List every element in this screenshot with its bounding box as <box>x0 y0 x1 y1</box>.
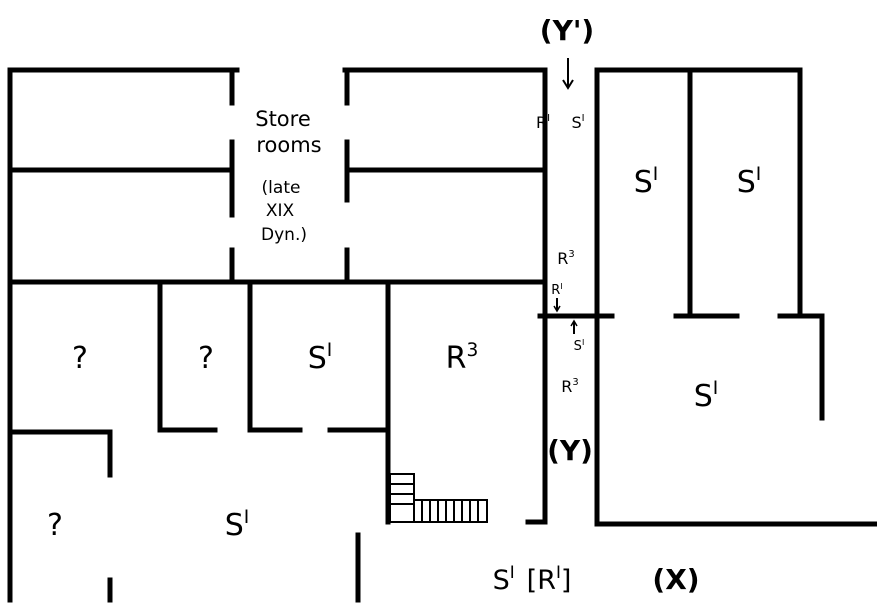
arrows <box>553 58 578 334</box>
s1-base: S <box>574 339 582 354</box>
staircase <box>389 473 488 523</box>
r1-base: R <box>551 283 560 298</box>
s1-base: S <box>571 113 581 132</box>
s1-base: S <box>225 508 244 543</box>
s1-sup: I <box>582 113 585 124</box>
store-label-line-5: Dyn.) <box>261 225 307 245</box>
section-marker-x: (X) <box>652 563 699 596</box>
south-rooms-walls <box>7 279 391 603</box>
store-rooms-label: Store rooms (late XIX Dyn.) <box>255 107 321 245</box>
r1-base: R <box>536 113 547 132</box>
corridor-note-s1-lower: SI <box>574 338 585 354</box>
s1-base: S <box>694 379 713 414</box>
corridor-note-r1-top: RI <box>536 113 550 132</box>
store-label-line-4: XIX <box>266 201 295 221</box>
r3-sup: 3 <box>572 377 578 388</box>
room-label-s1-east-2: SI <box>737 164 762 200</box>
courtyard-close-bracket: ] <box>561 565 572 596</box>
s1-sup: I <box>756 164 761 185</box>
y-prime-arrow-head <box>562 79 574 90</box>
corridor-walls <box>525 67 615 527</box>
room-label-s1-east-1: SI <box>634 164 659 200</box>
courtyard-r1-sup: I <box>556 562 561 582</box>
store-label-line-3: (late <box>262 178 301 198</box>
courtyard-r1-base: R <box>537 565 556 596</box>
room-label-unknown-3: ? <box>47 508 63 543</box>
room-label-unknown-1: ? <box>72 341 88 376</box>
room-label-r3: R3 <box>446 340 479 376</box>
courtyard-label: SI[RI] <box>493 562 572 596</box>
stair-flight <box>413 499 488 523</box>
section-marker-y: (Y) <box>547 434 593 467</box>
courtyard-s1-base: S <box>493 565 510 596</box>
s1-base: S <box>737 165 756 200</box>
s1-base: S <box>308 341 327 376</box>
store-label-line-1: Store <box>255 107 311 131</box>
stair-landing <box>389 473 415 523</box>
corridor-note-r3-upper: R3 <box>557 249 574 268</box>
room-label-unknown-2: ? <box>198 341 214 376</box>
room-label-s1-east-3: SI <box>694 378 719 414</box>
outer-walls <box>7 67 877 603</box>
s1-sup: I <box>244 507 249 528</box>
s1-sup: I <box>713 378 718 399</box>
corridor-note-r3-lower: R3 <box>561 377 578 396</box>
s1-sup: I <box>327 340 332 361</box>
r3-base: R <box>446 341 467 376</box>
corridor-note-s1-top: SI <box>571 113 584 132</box>
east-rooms-walls <box>594 67 825 421</box>
courtyard-s1-sup: I <box>510 562 515 582</box>
r1-arrow-head <box>553 305 561 313</box>
r3-base: R <box>557 249 568 268</box>
room-label-s1-hall: SI <box>225 507 250 543</box>
room-label-s1-middle: SI <box>308 340 333 376</box>
s1-arrow-head <box>570 319 578 327</box>
r1-sup: I <box>547 113 550 124</box>
s1-sup: I <box>582 338 584 347</box>
r1-sup: I <box>560 282 562 291</box>
r3-sup: 3 <box>467 340 479 361</box>
r3-base: R <box>561 377 572 396</box>
section-marker-y-prime: (Y') <box>540 14 594 47</box>
corridor-note-r1-lower: RI <box>551 282 562 298</box>
r3-sup: 3 <box>568 249 574 260</box>
store-rooms-walls <box>7 67 548 285</box>
s1-base: S <box>634 165 653 200</box>
store-label-line-2: rooms <box>256 133 321 157</box>
courtyard-open-bracket: [ <box>527 565 538 596</box>
s1-sup: I <box>653 164 658 185</box>
